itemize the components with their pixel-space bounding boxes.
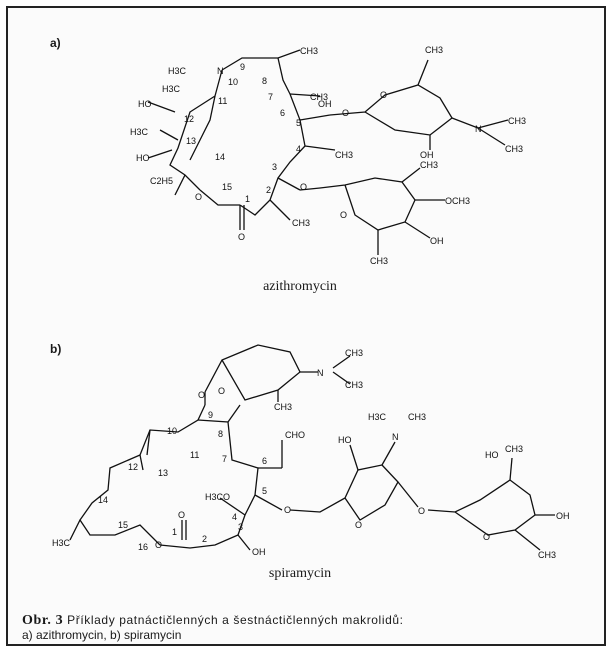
atom-oh-6: OH (318, 99, 332, 109)
locant-8: 8 (262, 76, 267, 86)
atom-ho-12: HO (138, 99, 152, 109)
atom-h3c-n: H3C (368, 412, 387, 422)
atom-c2h5: C2H5 (150, 176, 173, 186)
locant-10: 10 (228, 77, 238, 87)
atom-n-methyl: H3C (168, 66, 187, 76)
atom-oh-s3: OH (556, 511, 570, 521)
locant-9: 9 (240, 62, 245, 72)
atom-ch3-n2: CH3 (505, 144, 523, 154)
azithromycin-name: azithromycin (263, 279, 337, 294)
locant-3: 3 (272, 162, 277, 172)
locant-13: 13 (186, 136, 196, 146)
atom-ch3-top2: CH3 (345, 380, 363, 390)
locant-13: 13 (158, 468, 168, 478)
atom-o-carbonyl: O (178, 510, 185, 520)
atom-o16: O (155, 540, 162, 550)
atom-ch3-s2b: CH3 (370, 256, 388, 266)
atom-ch3-ring-top: CH3 (274, 402, 292, 412)
atom-och3: OCH3 (445, 196, 470, 206)
locant-6: 6 (280, 108, 285, 118)
locant-12: 12 (184, 114, 194, 124)
atom-o-sugar-ring: O (355, 520, 362, 530)
atom-ho-s3: HO (485, 450, 499, 460)
locant-6: 6 (262, 456, 267, 466)
atom-ho-13: HO (136, 153, 150, 163)
atom-ho-sugar: HO (338, 435, 352, 445)
figure-frame (6, 6, 606, 646)
atom-oh-3: OH (252, 547, 266, 557)
atom-o-link2: O (300, 182, 307, 192)
locant-8: 8 (218, 429, 223, 439)
locant-4: 4 (296, 144, 301, 154)
panel-a-label: a) (50, 36, 61, 50)
panel-b-label: b) (50, 342, 62, 356)
atom-o-ring2: O (340, 210, 347, 220)
figure-caption: Obr. 3 Příklady patnáctičlenných a šestn… (22, 613, 597, 642)
locant-10: 10 (167, 426, 177, 436)
atom-ch3-n: CH3 (408, 412, 426, 422)
locant-2: 2 (202, 534, 207, 544)
atom-o15: O (195, 192, 202, 202)
locant-1: 1 (172, 527, 177, 537)
atom-ch3-s2: CH3 (420, 160, 438, 170)
spiramycin-name: spiramycin (268, 566, 332, 581)
atom-o-ring-top: O (218, 386, 225, 396)
atom-n-sugar1: N (475, 124, 482, 134)
atom-h3c-13: H3C (130, 127, 149, 137)
atom-ch3-top: CH3 (300, 46, 318, 56)
atom-ch3-2: CH3 (292, 218, 310, 228)
atom-n-top: N (317, 368, 324, 378)
locant-2: 2 (266, 185, 271, 195)
locant-15: 15 (222, 182, 232, 192)
locant-3: 3 (238, 522, 243, 532)
atom-o-link1: O (342, 108, 349, 118)
atom-oh-s2: OH (430, 236, 444, 246)
atom-n: N (217, 66, 224, 76)
caption-text-2: a) azithromycin, b) spiramycin (22, 628, 182, 642)
locant-16: 16 (138, 542, 148, 552)
locant-5: 5 (262, 486, 267, 496)
atom-oh-sugar1: OH (420, 150, 434, 160)
locant-11: 11 (218, 96, 227, 106)
atom-ch3-n1: CH3 (508, 116, 526, 126)
locant-12: 12 (128, 462, 138, 472)
locant-5: 5 (296, 118, 301, 128)
atom-ch3-6: CH3 (310, 92, 328, 102)
atom-ch3-s3b: CH3 (538, 550, 556, 560)
atom-h3co: H3CO (205, 492, 230, 502)
locant-1: 1 (245, 194, 250, 204)
atom-n-sugar: N (392, 432, 399, 442)
locant-9: 9 (208, 410, 213, 420)
locant-4: 4 (232, 512, 237, 522)
caption-line-1: Obr. 3 Příklady patnáctičlenných a šestn… (22, 613, 597, 628)
atom-h3c-15: H3C (52, 538, 71, 548)
atom-ch3-4: CH3 (335, 150, 353, 160)
locant-7: 7 (268, 92, 273, 102)
caption-label: Obr. 3 (22, 613, 64, 628)
locant-14: 14 (215, 152, 225, 162)
locant-14: 14 (98, 495, 108, 505)
atom-ch3-s3: CH3 (505, 444, 523, 454)
atom-o-s3-ring: O (483, 532, 490, 542)
atom-h3c-11: H3C (162, 84, 181, 94)
locant-15: 15 (118, 520, 128, 530)
atom-o-link-top: O (198, 390, 205, 400)
locant-7: 7 (222, 454, 227, 464)
atom-o-link-sugar: O (418, 506, 425, 516)
atom-ch3-top1: CH3 (345, 348, 363, 358)
atom-o-link5: O (284, 505, 291, 515)
caption-text-1: Příklady patnáctičlenných a šestnáctičle… (67, 613, 404, 627)
atom-ch3-sugar1: CH3 (425, 45, 443, 55)
atom-o-carbonyl: O (238, 232, 245, 242)
atom-o-ring1: O (380, 90, 387, 100)
atom-cho: CHO (285, 430, 305, 440)
locant-11: 11 (190, 450, 199, 460)
